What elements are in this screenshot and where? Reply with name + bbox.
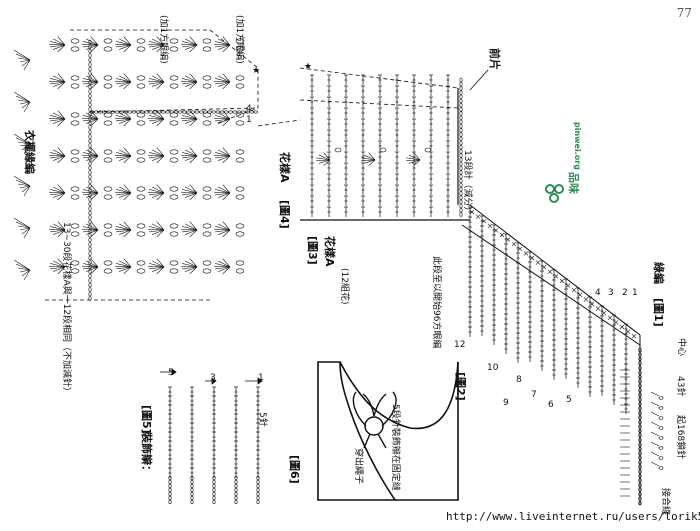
fig3-title: 花樣A [323,236,336,267]
fig5-row-5: 5 [168,368,174,378]
fig2-row-12: 12 [454,340,466,350]
fig2-row-10: 10 [487,363,499,373]
fig5-tag: [圖5] [140,405,153,434]
fig2-row-9: 9 [503,398,509,408]
fig2-hand-note: 此段至以開始96方眼編 [431,256,441,349]
fig2-row-3: 3 [608,288,614,298]
fig4-top-note-2: (加1方眼編) [234,15,244,64]
site-logo [544,183,566,205]
fig4-repeat-note: 13~30段花樣A與一12段相同（不加減針） [61,222,71,397]
source-watermark-url: http://www.liveinternet.ru/users/lorik50… [446,510,700,523]
fig3-tag: [圖3] [306,236,319,265]
fig3-guide-lines [299,67,459,109]
fig5-row-1: 1 [258,373,264,383]
fig4-title: 花樣A [278,152,291,183]
fig3-star: ★ [304,62,313,72]
fig4-row-1: 1 [246,115,252,125]
fig6-bow [352,391,397,449]
fig1-tag: [圖1] [652,298,665,327]
fig5-5-sts: 5針 [257,412,267,427]
fig4-star: ★ [252,66,261,76]
fig2-tag: [圖2] [454,372,467,401]
fig6-tie-note: 5段針裝飾辮在固定縫 [390,404,400,491]
fig4-guide-lines [45,29,301,301]
fig2-row-1: 1 [632,288,638,298]
logo-text: pinwei.org [573,122,582,170]
fig4-row-4: 4 [246,104,252,114]
fig2-row-8: 8 [516,375,522,385]
fig1-168-chain: 起168鎖針 [675,415,685,460]
fig5-row-3: 3 [210,373,216,383]
stitch-symbols [13,36,664,506]
row13-label: 13段計（減分） [462,150,472,216]
logo-icon [545,184,564,203]
front-piece-label: 前片 [488,48,501,70]
fig2-row-4: 4 [595,288,601,298]
fig3-sub: (12組花) [339,268,349,305]
fig2-row-7: 7 [531,390,537,400]
fig6-tag: [圖6] [288,455,301,484]
fig5-title: 裝飾辮： [140,432,153,476]
fig5-arrows [160,368,263,385]
logo-char: 品味 [567,172,580,194]
fig1-centre: 中心 [676,338,686,357]
fig1-43-sts: 43針 [675,376,685,397]
front-piece-pointer [469,69,489,91]
fig6-thread-note: 穿出繩子 [353,448,363,485]
fig1-title: 綠編 [652,262,665,284]
fig3-edge [300,88,470,221]
fig2-row-2: 2 [622,288,628,298]
fig4-top-note: (加1方眼編) [158,15,168,64]
fig4-hem-edge-label: 衣襬緣編 [23,130,36,174]
page-number: 77 [676,6,692,20]
fig2-row-6: 6 [548,400,554,410]
fig6-neckline-outline [317,361,459,501]
fig4-tag: [圖4] [278,200,291,229]
fig2-row-5: 5 [566,395,572,405]
